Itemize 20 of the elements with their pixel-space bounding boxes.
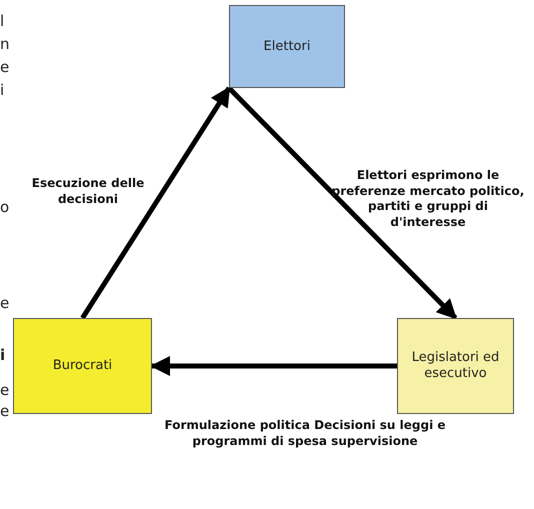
- arrow: [227, 86, 458, 320]
- cut-off-text: i: [0, 81, 4, 99]
- box-label: Elettori: [262, 38, 312, 54]
- cut-off-text: n: [0, 35, 10, 53]
- edge-label: Esecuzione delle decisioni: [30, 176, 146, 208]
- cut-off-text: o: [0, 198, 10, 216]
- process-box: [397, 318, 514, 414]
- cut-off-text: e: [0, 402, 10, 420]
- cut-off-text: e: [0, 294, 10, 312]
- cut-off-text: e: [0, 381, 10, 399]
- box-label: Legislatori ed esecutivo: [410, 350, 500, 382]
- edge-label: Formulazione politica Decisioni su leggi e programmi di spesa supervisione: [163, 418, 446, 450]
- cut-off-text: i: [0, 346, 6, 364]
- cut-off-text: l: [0, 12, 4, 30]
- process-box: [229, 5, 345, 88]
- cut-off-text: e: [0, 58, 10, 76]
- arrow: [150, 356, 397, 376]
- process-box: [13, 318, 152, 414]
- arrow: [80, 86, 232, 320]
- box-label: Burocrati: [52, 358, 114, 374]
